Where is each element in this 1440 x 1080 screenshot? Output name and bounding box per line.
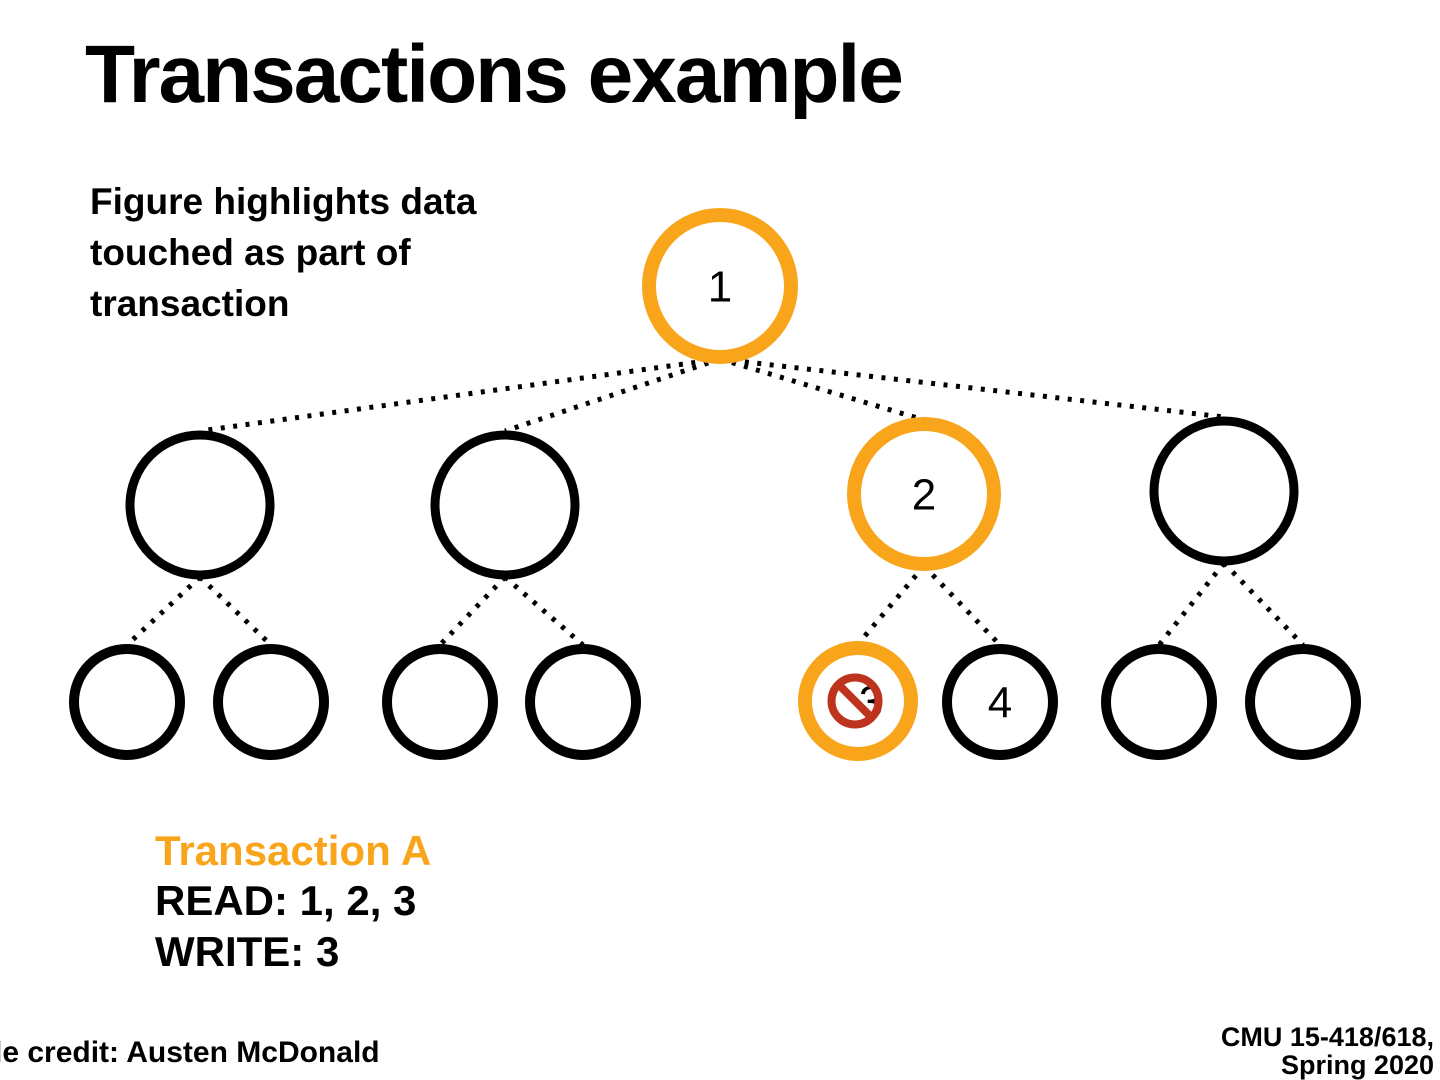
tree-node: [942, 644, 1058, 760]
tree-node: [69, 644, 185, 760]
no-entry-icon-slash: [835, 681, 875, 721]
tree-edge: [922, 564, 1002, 647]
tree-node: [125, 430, 275, 580]
tree-edge: [1222, 561, 1305, 647]
tree-node: [1149, 416, 1299, 566]
node-label: 2: [912, 471, 936, 520]
tree-edge: [198, 575, 273, 647]
tree-edge: [1157, 561, 1226, 647]
node-label: 1: [708, 263, 732, 312]
tree-node: [382, 644, 498, 760]
course-term: Spring 2020: [1280, 1049, 1434, 1080]
tree-edge: [199, 356, 721, 434]
description-line-3: transaction: [90, 283, 290, 325]
slide-title: Transactions example: [85, 29, 904, 120]
tree-edge: [438, 575, 507, 647]
transaction-write: WRITE: 3: [155, 927, 340, 975]
course-number: CMU 15-418/618,: [1220, 1022, 1434, 1052]
tree-edge: [504, 356, 721, 434]
tree-edge: [125, 575, 202, 647]
transaction-summary: Transaction A READ: 1, 2, 3 WRITE: 3: [155, 826, 431, 977]
node-label: 4: [988, 679, 1012, 728]
transaction-read: READ: 1, 2, 3: [155, 877, 417, 925]
transaction-name: Transaction A: [155, 827, 432, 874]
slide-credit: le credit: Austen McDonald: [0, 1036, 380, 1069]
tree-edge: [503, 575, 585, 647]
tree-node: [1245, 644, 1361, 760]
tree-node: [525, 644, 641, 760]
tree-edge: [719, 356, 925, 423]
tree-node: [1101, 644, 1217, 760]
figure-description: Figure highlights data touched as part o…: [90, 176, 476, 329]
tree-edge: [719, 356, 1225, 420]
description-line-1: Figure highlights data: [90, 181, 477, 222]
description-line-2: touched as part of: [90, 232, 411, 274]
tree-node-highlighted: [847, 417, 1001, 571]
tree-node: [213, 644, 329, 760]
no-entry-icon: [827, 673, 883, 729]
tree-node: [430, 430, 580, 580]
course-footer: CMU 15-418/618, Spring 2020: [1220, 1022, 1434, 1080]
tree-node-highlighted: [642, 208, 798, 364]
tree-edge: [856, 564, 926, 646]
